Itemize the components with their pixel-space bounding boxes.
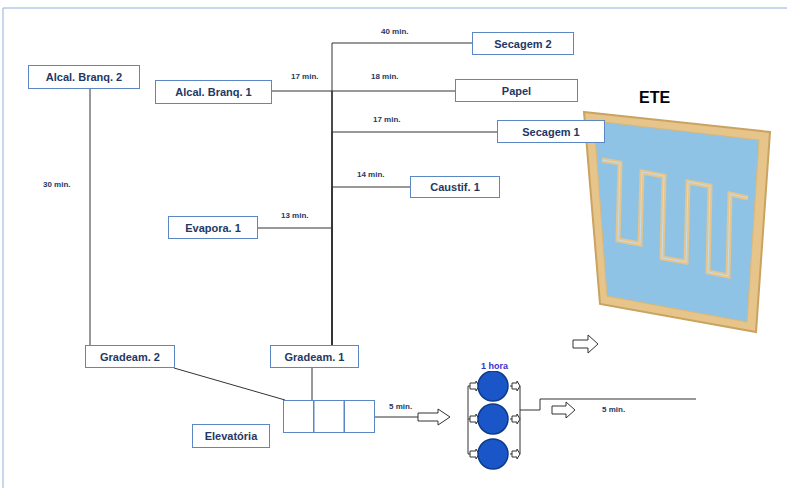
process-box: Secagem 1	[497, 120, 605, 143]
pipe-line	[540, 399, 696, 400]
time-label: 5 min.	[388, 402, 413, 411]
time-label: 1 hora	[480, 361, 509, 371]
process-box: Secagem 2	[472, 32, 574, 55]
time-label: 13 min.	[280, 211, 310, 220]
time-label: 17 min.	[290, 72, 320, 81]
node-label: Elevatória	[205, 430, 258, 442]
pipe-connector	[332, 187, 410, 345]
time-label: 5 min.	[601, 405, 626, 414]
frame-line	[3, 8, 787, 488]
plant-title: ETE	[638, 89, 671, 107]
pipe-connector	[332, 132, 497, 345]
process-box: Gradeam. 2	[85, 345, 175, 368]
node-label: Evapora. 1	[185, 222, 241, 234]
process-box: Gradeam. 1	[270, 345, 359, 368]
time-label: 14 min.	[356, 170, 386, 179]
pipe-connector	[90, 89, 91, 345]
pipe-connector	[312, 368, 313, 400]
node-label: Gradeam. 2	[100, 351, 160, 363]
time-label: 18 min.	[370, 72, 400, 81]
node-label: Caustif. 1	[430, 181, 480, 193]
node-label: Gradeam. 1	[285, 351, 345, 363]
flow-arrow	[573, 335, 598, 353]
flow-arrow	[552, 402, 575, 418]
process-box: Evapora. 1	[168, 216, 258, 239]
time-label: 17 min.	[372, 115, 402, 124]
node-label: Secagem 2	[494, 38, 551, 50]
station-label-box: Elevatória	[192, 424, 270, 448]
pump-symbol	[478, 371, 508, 469]
process-box: Alcal. Branq. 1	[155, 80, 272, 104]
node-label: Papel	[502, 85, 531, 97]
process-box: Papel	[455, 79, 578, 102]
time-label: 40 min.	[380, 27, 410, 36]
node-label: Secagem 1	[522, 126, 579, 138]
flow-arrow	[418, 409, 450, 425]
process-box: Alcal. Branq. 2	[28, 65, 140, 89]
pipe-connector	[258, 228, 332, 345]
tank-symbol	[283, 400, 375, 433]
node-label: Alcal. Branq. 2	[46, 71, 122, 83]
ete-illustration	[584, 112, 770, 332]
time-label: 30 min.	[42, 180, 72, 189]
node-label: Alcal. Branq. 1	[175, 86, 251, 98]
pipe-connector	[174, 368, 285, 400]
process-box: Caustif. 1	[410, 176, 500, 198]
pump-station: Elevatória	[192, 400, 375, 450]
pipe-line	[374, 417, 418, 418]
pipe-connector	[272, 91, 332, 345]
pipe-connector	[332, 91, 455, 345]
